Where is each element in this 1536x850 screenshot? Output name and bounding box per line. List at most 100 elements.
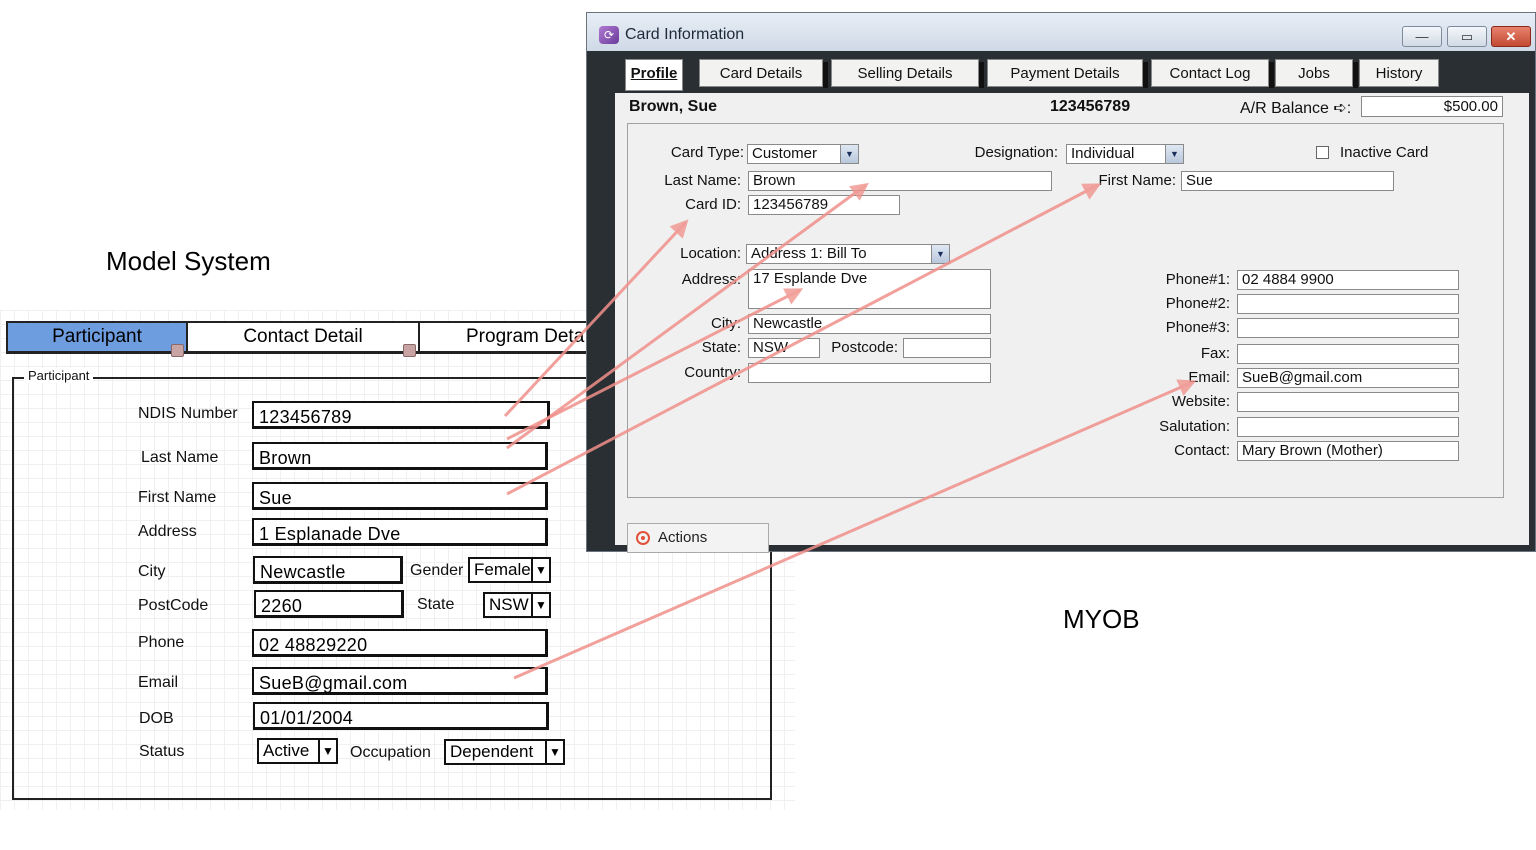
- first-name-input[interactable]: Sue: [252, 482, 548, 510]
- first-name-field[interactable]: Sue: [1181, 171, 1394, 191]
- first-name-label: First Name:: [1098, 172, 1176, 189]
- card-information-window: ⟳ Card Information — ▭ ✕ Profile Card De…: [586, 12, 1536, 553]
- close-button[interactable]: ✕: [1491, 26, 1531, 47]
- state-label: State: [417, 596, 455, 613]
- salutation-field[interactable]: [1237, 417, 1459, 437]
- card-id-heading: 123456789: [1050, 98, 1131, 115]
- tab-label: Selling Details: [857, 65, 953, 82]
- tab-label: Payment Details: [1010, 65, 1120, 82]
- city-field[interactable]: Newcastle: [748, 314, 991, 334]
- chevron-down-icon: ▼: [318, 740, 336, 762]
- ndis-number-input[interactable]: 123456789: [252, 401, 550, 429]
- address-field[interactable]: 17 Esplande Dve: [748, 269, 991, 309]
- state-select[interactable]: NSW ▼: [483, 592, 551, 618]
- tab-history[interactable]: History: [1359, 59, 1439, 87]
- tab-label: Profile: [630, 65, 678, 82]
- tab-shadow: [1353, 62, 1358, 88]
- tab-shadow: [1143, 62, 1148, 88]
- tab-label: Contact Detail: [243, 326, 363, 347]
- tab-profile[interactable]: Profile: [625, 59, 683, 91]
- card-id-field[interactable]: 123456789: [748, 195, 900, 215]
- tab-label: Card Details: [719, 65, 803, 82]
- chevron-down-icon: ▼: [931, 245, 949, 263]
- card-type-select[interactable]: Customer ▼: [747, 144, 859, 164]
- email-input[interactable]: SueB@gmail.com: [252, 667, 548, 695]
- card-id-label: Card ID:: [685, 196, 741, 213]
- occupation-label: Occupation: [350, 744, 431, 761]
- actions-icon: [636, 531, 650, 545]
- last-name-input[interactable]: Brown: [252, 442, 548, 470]
- chevron-down-icon: ▼: [545, 741, 563, 763]
- address-label: Address:: [681, 271, 741, 288]
- ar-balance-label: A/R Balance ➪:: [1240, 100, 1352, 117]
- card-type-value: Customer: [752, 145, 818, 162]
- website-field[interactable]: [1237, 392, 1459, 412]
- dob-input[interactable]: 01/01/2004: [253, 702, 549, 730]
- designation-value: Individual: [1071, 145, 1135, 162]
- chevron-down-icon: ▼: [531, 594, 549, 616]
- model-system-caption: Model System: [106, 246, 271, 276]
- occupation-select[interactable]: Dependent ▼: [444, 739, 565, 765]
- tab-participant[interactable]: Participant: [8, 323, 188, 357]
- email-field[interactable]: SueB@gmail.com: [1237, 368, 1459, 388]
- title-bar: ⟳ Card Information — ▭ ✕: [587, 13, 1535, 51]
- inactive-card-checkbox[interactable]: [1316, 146, 1329, 159]
- gender-select[interactable]: Female ▼: [468, 557, 551, 583]
- tab-label: Program Deta: [466, 326, 585, 347]
- postcode-field[interactable]: [903, 338, 991, 358]
- city-label: City:: [711, 315, 741, 332]
- phone-3-field[interactable]: [1237, 318, 1459, 338]
- chevron-down-icon: ▼: [531, 559, 549, 581]
- actions-button[interactable]: Actions: [627, 523, 769, 553]
- minimize-button[interactable]: —: [1402, 26, 1442, 47]
- tab-label: Contact Log: [1169, 65, 1251, 82]
- gender-label: Gender: [410, 562, 464, 579]
- tab-jobs[interactable]: Jobs: [1275, 59, 1358, 88]
- window-title: Card Information: [625, 26, 745, 43]
- ar-balance-value: $500.00: [1361, 96, 1503, 117]
- tab-payment-details[interactable]: Payment Details: [987, 59, 1148, 88]
- tab-label: Participant: [52, 326, 142, 347]
- phone-2-field[interactable]: [1237, 294, 1459, 314]
- country-field[interactable]: [748, 363, 991, 383]
- tab-label: Jobs: [1298, 65, 1330, 82]
- contact-field[interactable]: Mary Brown (Mother): [1237, 441, 1459, 461]
- tab-contact-log[interactable]: Contact Log: [1151, 59, 1274, 88]
- ndis-number-label: NDIS Number: [138, 405, 238, 422]
- website-label: Website:: [1171, 393, 1230, 410]
- maximize-button[interactable]: ▭: [1447, 26, 1487, 47]
- tab-contact-detail[interactable]: Contact Detail: [188, 323, 420, 357]
- fax-field[interactable]: [1237, 344, 1459, 364]
- city-input[interactable]: Newcastle: [253, 556, 403, 584]
- chevron-down-icon: ▼: [840, 145, 858, 163]
- tab-corner-marker: [171, 344, 184, 357]
- tab-shadow: [979, 62, 984, 88]
- postcode-label: PostCode: [138, 597, 209, 614]
- city-label: City: [138, 563, 166, 580]
- phone-1-field[interactable]: 02 4884 9900: [1237, 270, 1459, 290]
- state-field[interactable]: NSW: [748, 338, 820, 358]
- participant-group-top-border: [12, 377, 770, 379]
- postcode-input[interactable]: 2260: [254, 590, 404, 618]
- dob-label: DOB: [139, 710, 174, 727]
- phone-input[interactable]: 02 48829220: [252, 629, 548, 657]
- status-value: Active: [263, 741, 310, 760]
- status-select[interactable]: Active ▼: [257, 738, 338, 764]
- tab-card-details[interactable]: Card Details: [699, 59, 828, 88]
- location-select[interactable]: Address 1: Bill To ▼: [746, 244, 950, 264]
- tab-selling-details[interactable]: Selling Details: [831, 59, 984, 88]
- location-label: Location:: [680, 245, 741, 262]
- profile-form: Card Type: Customer ▼ Designation: Indiv…: [627, 123, 1504, 498]
- email-label: Email:: [1188, 369, 1230, 386]
- last-name-field[interactable]: Brown: [748, 171, 1052, 191]
- app-icon: ⟳: [599, 26, 619, 44]
- contact-label: Contact:: [1174, 442, 1230, 459]
- model-tab-bar: Participant Contact Detail Program Deta: [6, 321, 600, 357]
- phone-3-label: Phone#3:: [1165, 319, 1230, 336]
- address-input[interactable]: 1 Esplanade Dve: [252, 518, 548, 546]
- designation-select[interactable]: Individual ▼: [1066, 144, 1184, 164]
- phone-1-label: Phone#1:: [1165, 271, 1230, 288]
- participant-group-legend: Participant: [24, 368, 94, 383]
- myob-caption: MYOB: [1063, 604, 1140, 634]
